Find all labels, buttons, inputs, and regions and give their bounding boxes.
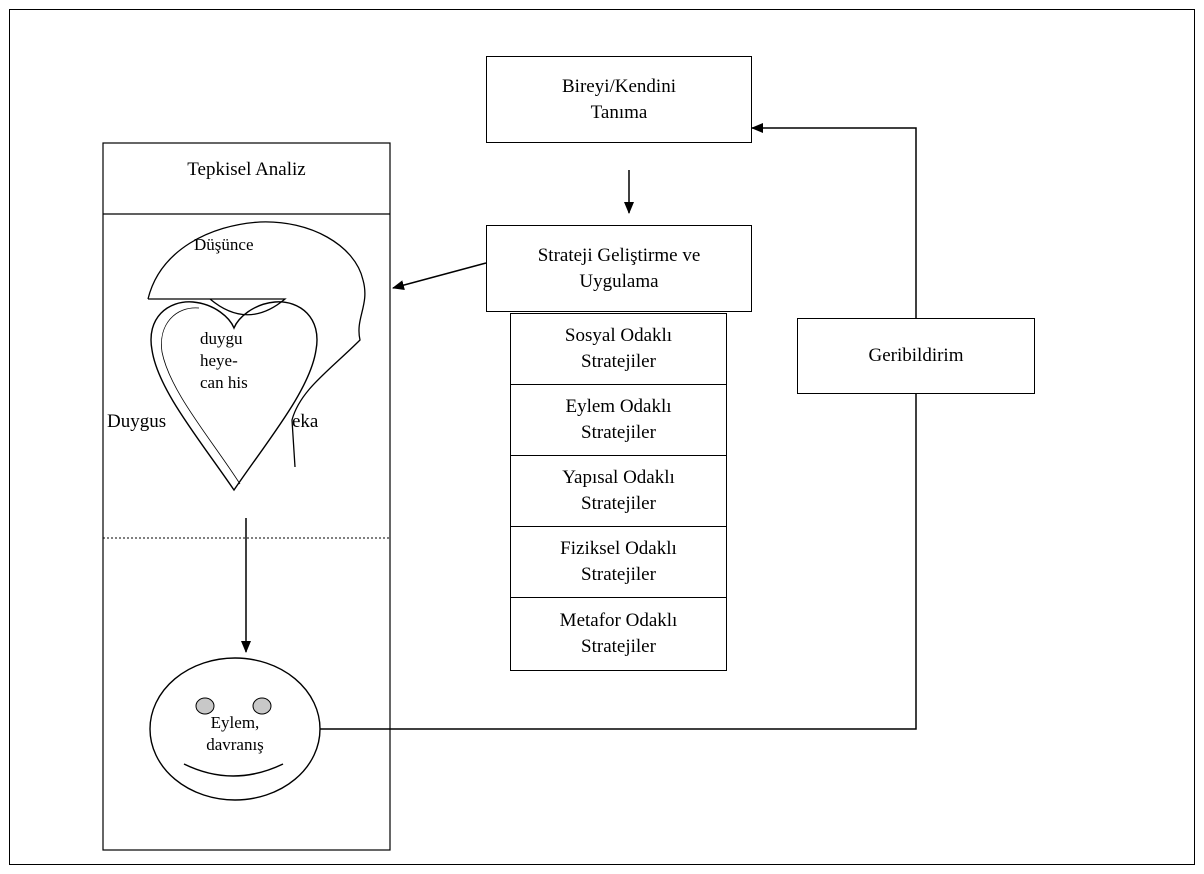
strategy-item-physical: Fiziksel Odaklı Stratejiler <box>510 526 727 598</box>
emotional-intelligence-label-right: eka <box>292 411 319 432</box>
strategy-item-action: Eylem Odaklı Stratejiler <box>510 384 727 456</box>
face-shape <box>149 657 321 801</box>
thought-label: Düşünce <box>194 235 254 254</box>
heart-shape <box>150 301 318 492</box>
right-eye-icon <box>252 697 272 715</box>
strategy-box: Strateji Geliştirme ve Uygulama <box>486 225 752 312</box>
feedback-loop-line <box>320 394 917 730</box>
self-knowledge-box: Bireyi/Kendini Tanıma <box>486 56 752 143</box>
strategy-item-structural: Yapısal Odaklı Stratejiler <box>510 455 727 527</box>
thought-cloud-shape <box>147 221 366 468</box>
heart-outline-doubled <box>161 307 241 485</box>
emotional-intelligence-label-left: Duygus <box>107 411 167 432</box>
feedback-return-line <box>751 123 917 318</box>
strategy-item-social: Sosyal Odaklı Stratejiler <box>510 313 727 385</box>
smile-icon <box>183 763 284 777</box>
reactive-analysis-title: Tepkisel Analiz <box>187 159 306 180</box>
diagram-frame <box>9 9 1195 865</box>
self-knowledge-label: Bireyi/Kendini Tanıma <box>562 75 676 123</box>
strategy-item-label: Yapısal Odaklı Stratejiler <box>562 467 675 514</box>
action-label: Eylem, davranış <box>206 713 264 754</box>
left-eye-icon <box>195 697 215 715</box>
arrow-strategy-to-analysis <box>392 262 487 290</box>
strategy-item-metaphor: Metafor Odaklı Stratejiler <box>510 597 727 671</box>
strategy-item-label: Fiziksel Odaklı Stratejiler <box>560 538 677 585</box>
feedback-box: Geribildirim <box>797 318 1035 394</box>
strategy-label: Strateji Geliştirme ve Uygulama <box>537 244 701 292</box>
feedback-label: Geribildirim <box>868 345 964 366</box>
reactive-analysis-panel <box>102 142 391 851</box>
strategy-item-label: Metafor Odaklı Stratejiler <box>559 610 678 657</box>
strategy-item-label: Sosyal Odaklı Stratejiler <box>564 325 673 372</box>
strategy-item-label: Eylem Odaklı Stratejiler <box>565 396 672 443</box>
emotion-label: duygu heye- can his <box>200 329 248 392</box>
